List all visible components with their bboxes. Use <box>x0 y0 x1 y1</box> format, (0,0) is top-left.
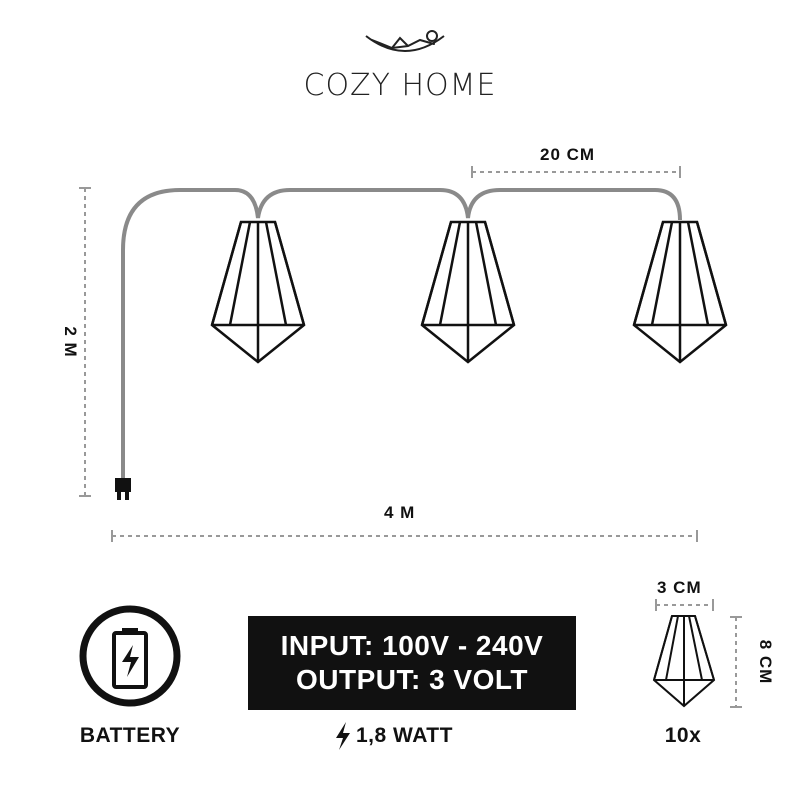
brand-name: COZY HOME <box>303 68 497 103</box>
spacing-label: 20 CM <box>540 145 596 164</box>
item-height-label: 8 CM <box>756 639 775 685</box>
quantity-label: 10x <box>664 724 702 747</box>
lightning-icon <box>336 722 350 750</box>
item-width-label: 3 CM <box>657 578 702 597</box>
lantern-1 <box>210 220 306 364</box>
battery-label: BATTERY <box>79 724 181 747</box>
length-label: 4 M <box>384 503 416 522</box>
cable <box>121 188 682 480</box>
output-spec: OUTPUT: 3 VOLT <box>295 664 529 695</box>
lantern-3 <box>632 220 728 364</box>
power-label: 1,8 WATT <box>356 724 453 747</box>
input-spec: INPUT: 100V - 240V <box>280 630 544 661</box>
lantern-2 <box>420 220 516 364</box>
lantern-small <box>652 615 716 708</box>
spec-box: INPUT: 100V - 240V OUTPUT: 3 VOLT <box>248 616 576 710</box>
plug-icon <box>115 478 131 500</box>
height-label: 2 M <box>61 326 80 358</box>
battery-charging-icon <box>79 605 181 707</box>
hammock-person-icon <box>365 30 445 52</box>
